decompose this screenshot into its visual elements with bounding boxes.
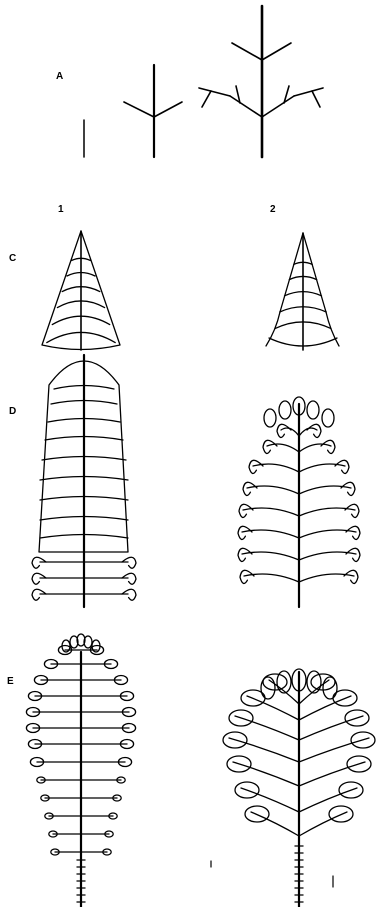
branch-loop (238, 526, 252, 539)
branch-loop (346, 548, 360, 561)
branch-loop (32, 573, 46, 584)
row-e-frond-2 (223, 669, 375, 907)
branch-loop (345, 504, 359, 517)
side-branch (299, 716, 363, 740)
crown-loop (277, 671, 291, 693)
row-c-cone-1 (42, 231, 120, 350)
row-a-branching-stages (84, 6, 323, 157)
row-c-cone-2 (266, 233, 339, 350)
branch-loop (32, 589, 46, 600)
crown-loop (264, 409, 276, 427)
side-branch (253, 464, 299, 472)
side-branch (247, 486, 299, 494)
side-branch (247, 696, 299, 720)
crown-loop (322, 409, 334, 427)
side-branch (267, 444, 299, 452)
row-e-frond-1 (26, 634, 135, 907)
side-branch (299, 486, 351, 494)
branch-loop (321, 440, 335, 453)
side-branch (299, 444, 331, 452)
branch-loop (277, 424, 291, 437)
side-branch (235, 716, 299, 740)
side-branch (299, 738, 369, 762)
stage-a3-compound-branch (199, 6, 323, 157)
branch-loop (344, 570, 358, 583)
side-branch (229, 738, 299, 762)
side-branch (299, 812, 347, 836)
branch-loop (239, 504, 253, 517)
branch-loop (249, 460, 263, 473)
row-d-frond-2 (238, 397, 360, 607)
row-d-frond-1 (32, 355, 136, 607)
side-branch (251, 812, 299, 836)
crown-loop (307, 671, 321, 693)
branch-loop (32, 557, 46, 568)
branch-loop (263, 440, 277, 453)
branch-loop (240, 570, 254, 583)
stage-a2-simple-branch (124, 65, 182, 157)
branch-loop (122, 573, 136, 584)
side-branch (299, 464, 345, 472)
branch-loop (238, 548, 252, 561)
crown-loop (279, 401, 291, 419)
branch-loop (335, 460, 349, 473)
branch-loop (341, 482, 355, 495)
stray-ink-marks (211, 861, 333, 887)
branch-loop (243, 482, 257, 495)
branch-loop (122, 589, 136, 600)
side-branch (299, 680, 329, 704)
branch-loop (307, 424, 321, 437)
branch-loop (346, 526, 360, 539)
branch-loop (122, 557, 136, 568)
side-branch (299, 696, 351, 720)
side-branch (241, 788, 299, 812)
side-branch (299, 788, 357, 812)
side-branch (269, 680, 299, 704)
crown-loop (307, 401, 319, 419)
